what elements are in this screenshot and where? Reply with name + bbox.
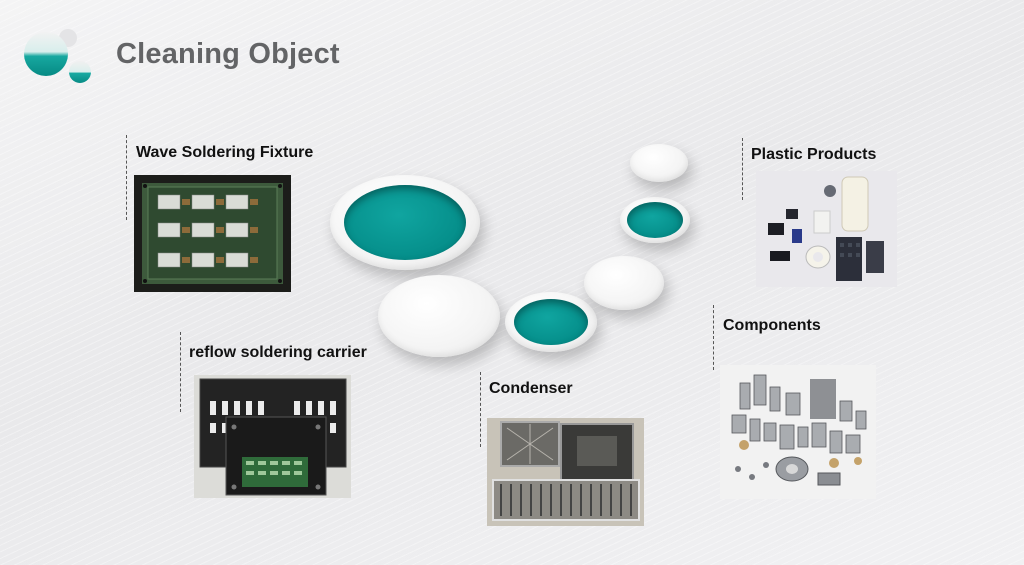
label-plastic-products: Plastic Products [751, 146, 877, 163]
decor-circle-small-white [630, 144, 688, 182]
decor-circle-mid-white [584, 256, 664, 310]
decor-circle-mid-teal [505, 292, 597, 352]
decor-circle-large-white [378, 275, 500, 357]
label-reflow-soldering-carrier: reflow soldering carrier [189, 344, 367, 361]
carrier-photo [194, 375, 351, 498]
decor-circle-large-teal [330, 175, 480, 270]
divider-line [713, 305, 714, 370]
page-title: Cleaning Object [116, 38, 340, 70]
fixture-photo [134, 175, 291, 292]
label-condenser: Condenser [489, 380, 573, 397]
divider-line [126, 135, 127, 220]
divider-line [180, 332, 181, 412]
components-photo [720, 365, 876, 499]
label-components: Components [723, 317, 821, 334]
condenser-photo [487, 418, 644, 526]
divider-line [742, 138, 743, 200]
logo-bubbles-icon [24, 29, 91, 83]
plastic-photo [756, 171, 897, 287]
decor-circle-small-teal [620, 197, 690, 243]
divider-line [480, 372, 481, 447]
label-wave-soldering-fixture: Wave Soldering Fixture [136, 144, 314, 161]
